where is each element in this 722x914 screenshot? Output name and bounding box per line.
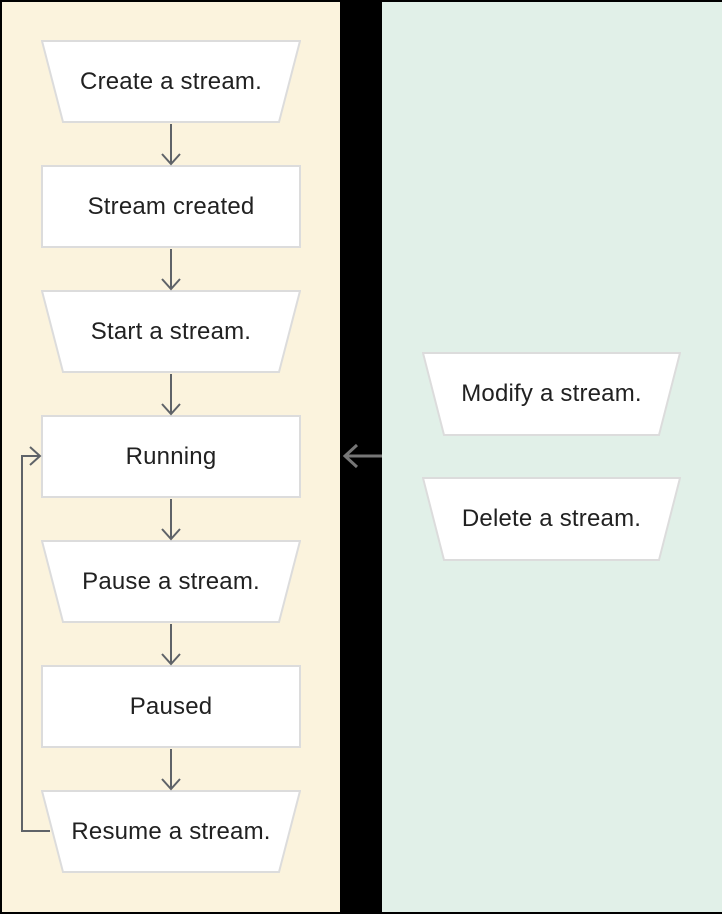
node-label: Modify a stream. — [461, 380, 642, 407]
node-running: Running — [41, 415, 301, 498]
node-delete-a-stream: Delete a stream. — [422, 477, 681, 561]
node-label: Start a stream. — [90, 317, 252, 345]
rectangle-shape — [41, 165, 301, 248]
node-resume-a-stream: Resume a stream. — [41, 790, 301, 873]
trapezoid-shape — [422, 352, 681, 436]
node-label: Pause a stream. — [82, 567, 260, 595]
node-label: Stream created — [87, 192, 255, 220]
node-pause-a-stream: Pause a stream. — [41, 540, 301, 623]
trapezoid-shape — [41, 290, 301, 373]
node-label: Running — [125, 442, 217, 470]
node-stream-created: Stream created — [41, 165, 301, 248]
trapezoid-shape — [41, 40, 301, 123]
node-label: Delete a stream. — [461, 505, 642, 532]
side-actions-panel — [382, 2, 722, 912]
trapezoid-shape — [41, 540, 301, 623]
node-create-a-stream: Create a stream. — [41, 40, 301, 123]
side-arrow-to-running — [342, 443, 382, 469]
node-modify-a-stream: Modify a stream. — [422, 352, 681, 436]
node-label: Create a stream. — [80, 67, 262, 95]
node-label: Paused — [129, 692, 213, 720]
node-start-a-stream: Start a stream. — [41, 290, 301, 373]
node-label: Resume a stream. — [71, 817, 271, 845]
node-paused: Paused — [41, 665, 301, 748]
trapezoid-shape — [422, 477, 681, 561]
trapezoid-shape — [41, 790, 301, 873]
